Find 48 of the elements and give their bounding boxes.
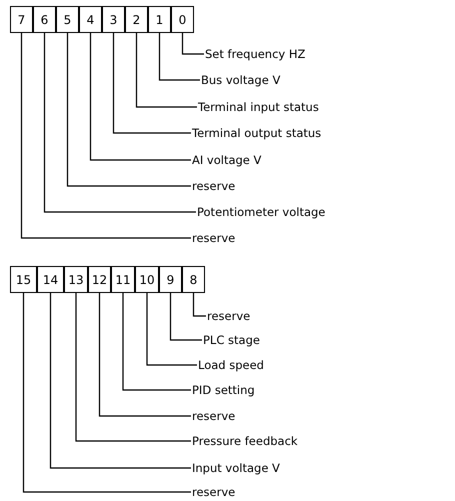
leader-line (20, 33, 191, 239)
bit-description: AI voltage V (192, 152, 262, 168)
bit-number: 5 (56, 6, 79, 33)
bit-number: 9 (159, 266, 182, 293)
bit-number: 2 (125, 6, 148, 33)
bit-number: 13 (64, 266, 88, 293)
bit-number: 1 (148, 6, 171, 33)
leader-line (66, 33, 191, 187)
bit-description: Input voltage V (192, 460, 280, 476)
leader-line (122, 293, 191, 391)
bit-number: 15 (10, 266, 37, 293)
leader-line (170, 293, 202, 341)
leader-line (50, 293, 191, 469)
leader-line (136, 33, 197, 108)
bit-number: 12 (88, 266, 111, 293)
bit-description: Load speed (198, 357, 264, 373)
bit-description: Pressure feedback (192, 433, 298, 449)
bit-number: 4 (79, 6, 102, 33)
leader-line (98, 293, 191, 417)
leader-line (112, 33, 191, 134)
bit-description: Potentiometer voltage (197, 204, 326, 220)
bit-number: 8 (182, 266, 205, 293)
bit-description: reserve (192, 408, 236, 424)
leader-line (182, 33, 204, 55)
bit-description: reserve (192, 484, 236, 500)
bit-description: reserve (192, 178, 236, 194)
bit-number: 14 (37, 266, 64, 293)
bit-description: Terminal input status (198, 99, 319, 115)
bit-description: PID setting (192, 382, 255, 398)
leader-line (192, 293, 206, 317)
leader-line (146, 293, 197, 366)
bit-number: 10 (135, 266, 159, 293)
bit-number: 3 (102, 6, 125, 33)
bit-description: Set frequency HZ (205, 46, 306, 62)
leader-line (44, 33, 196, 213)
bit-number: 11 (111, 266, 135, 293)
leader-line (22, 293, 191, 493)
bit-number: 7 (10, 6, 33, 33)
leader-line (90, 33, 191, 161)
bit-description: Bus voltage V (201, 72, 280, 88)
bit-description: PLC stage (203, 332, 260, 348)
bit-number: 0 (171, 6, 194, 33)
bit-number: 6 (33, 6, 56, 33)
leader-line (75, 293, 191, 442)
leader-line (158, 33, 200, 81)
bit-description: reserve (207, 308, 250, 324)
bit-description: Terminal output status (192, 125, 322, 141)
bit-description: reserve (192, 230, 236, 246)
